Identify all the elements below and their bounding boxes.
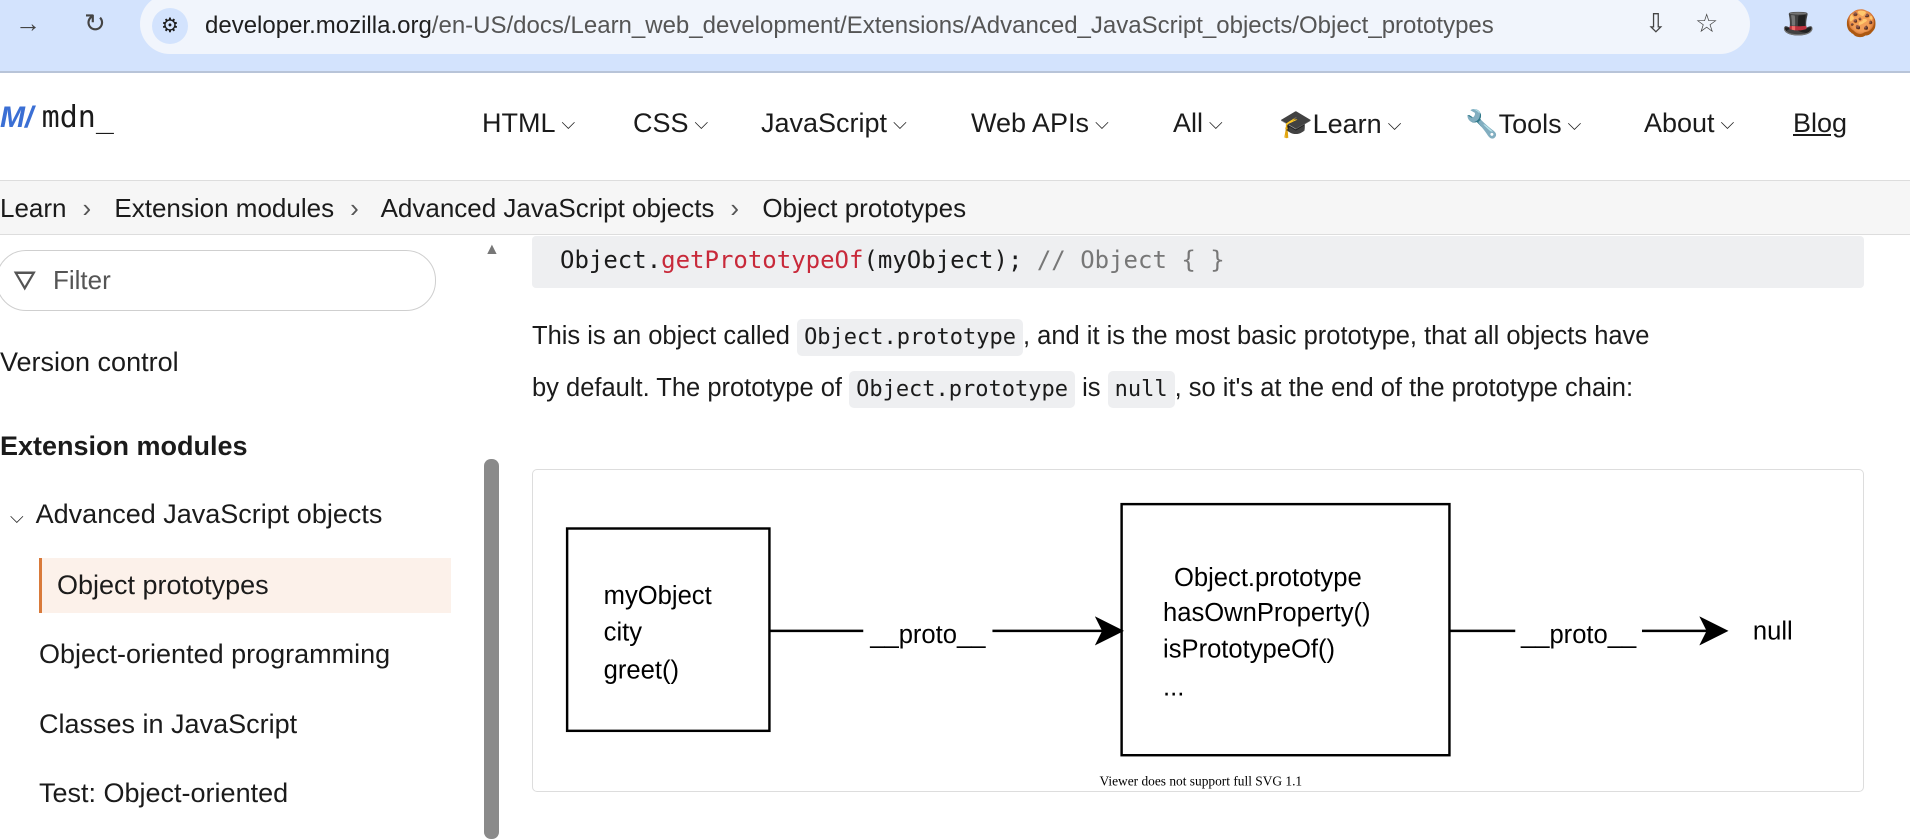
chevron-down-icon: ⌵ [10, 507, 24, 527]
chevron-down-icon: ⌵ [1567, 114, 1582, 134]
graduation-cap-icon: 🎓 [1279, 109, 1313, 139]
box2-line: isPrototypeOf() [1163, 636, 1335, 664]
null-label: null [1753, 617, 1793, 645]
scroll-up-arrow-icon[interactable]: ▲ [484, 241, 500, 258]
url-text[interactable]: developer.mozilla.org/en-US/docs/Learn_w… [205, 12, 1494, 39]
sidebar-item-advanced-js-objects[interactable]: ⌵Advanced JavaScript objects [10, 499, 383, 529]
chevron-down-icon: ⌵ [1720, 113, 1735, 133]
proto-label-2: __proto__ [1520, 621, 1637, 649]
chevron-right-icon: › [730, 193, 740, 223]
breadcrumb-learn[interactable]: Learn [0, 193, 67, 223]
forward-icon[interactable]: → [15, 8, 41, 38]
sidebar-item-version-control[interactable]: Version control [0, 347, 179, 377]
sidebar-heading-extension-modules: Extension modules [0, 431, 248, 461]
sidebar-item-classes[interactable]: Classes in JavaScript [39, 709, 298, 739]
chevron-down-icon: ⌵ [1209, 113, 1223, 133]
mdn-logo[interactable]: M/ mdn_ [0, 100, 114, 135]
nav-about[interactable]: About⌵ [1644, 108, 1735, 138]
mdn-header [0, 75, 1910, 180]
sidebar-item-object-prototypes[interactable]: Object prototypes [39, 558, 451, 613]
filter-input[interactable]: ⛛Filter [0, 250, 436, 311]
prototype-diagram: myObject city greet() Object.prototype h… [532, 469, 1864, 792]
filter-icon: ⛛ [13, 265, 37, 296]
nav-javascript[interactable]: JavaScript⌵ [761, 108, 907, 138]
box2-line: ... [1163, 673, 1184, 701]
cookie-extension-icon[interactable]: 🍪 [1845, 8, 1878, 38]
box2-line: hasOwnProperty() [1163, 599, 1371, 627]
install-icon[interactable]: ⇩ [1645, 8, 1667, 38]
sidebar: ⛛Filter Version control Extension module… [0, 235, 500, 829]
nav-tools[interactable]: 🔧Tools⌵ [1465, 109, 1582, 139]
box2-line: Object.prototype [1174, 564, 1362, 592]
code-block: Object.getPrototypeOf(myObject); // Obje… [532, 236, 1864, 288]
chevron-down-icon: ⌵ [893, 113, 907, 133]
reload-icon[interactable]: ↻ [84, 8, 106, 38]
breadcrumb-object-prototypes[interactable]: Object prototypes [762, 193, 967, 223]
breadcrumb-advanced-js-objects[interactable]: Advanced JavaScript objects [380, 193, 715, 223]
box1-line: city [604, 619, 643, 647]
object-prototype-box [1120, 502, 1451, 757]
address-bar[interactable]: ⚙ ⇩ ☆ [140, 0, 1750, 54]
box1-line: greet() [604, 656, 679, 684]
nav-blog[interactable]: Blog [1793, 108, 1848, 138]
paragraph-line-2: by default. The prototype of Object.prot… [532, 371, 1633, 408]
chevron-down-icon: ⌵ [694, 113, 709, 133]
wrench-icon: 🔧 [1465, 109, 1499, 139]
paragraph-line-1: This is an object called Object.prototyp… [532, 319, 1650, 356]
sidebar-scrollbar[interactable] [484, 459, 499, 839]
chevron-down-icon: ⌵ [1095, 113, 1109, 133]
nav-css[interactable]: CSS⌵ [633, 108, 709, 138]
chevron-down-icon: ⌵ [1387, 114, 1402, 134]
site-settings-icon[interactable]: ⚙ [152, 8, 188, 44]
nav-html[interactable]: HTML⌵ [482, 108, 576, 138]
breadcrumb: Learn › Extension modules › Advanced JavaS… [0, 180, 1910, 235]
proto-label-1: __proto__ [869, 621, 986, 649]
chevron-right-icon: › [350, 193, 359, 223]
breadcrumb-extension-modules[interactable]: Extension modules [114, 193, 335, 223]
svg-caption: Viewer does not support full SVG 1.1 [1100, 774, 1303, 789]
nav-learn[interactable]: 🎓Learn⌵ [1279, 109, 1402, 139]
extension-icon[interactable]: 🎩 [1782, 8, 1815, 38]
browser-toolbar: → ↻ ⚙ ⇩ ☆ developer.mozilla.org/en-US/do… [0, 0, 1910, 73]
myobject-box [565, 527, 771, 733]
sidebar-item-oop[interactable]: Object-oriented programming [39, 639, 391, 669]
bookmark-star-icon[interactable]: ☆ [1695, 8, 1719, 38]
box1-line: myObject [604, 582, 712, 610]
nav-all[interactable]: All⌵ [1173, 108, 1223, 138]
chevron-down-icon: ⌵ [561, 113, 576, 133]
sidebar-item-test-oop[interactable]: Test: Object-oriented [39, 778, 289, 808]
nav-web-apis[interactable]: Web APIs⌵ [971, 108, 1109, 138]
chevron-right-icon: › [82, 193, 92, 223]
